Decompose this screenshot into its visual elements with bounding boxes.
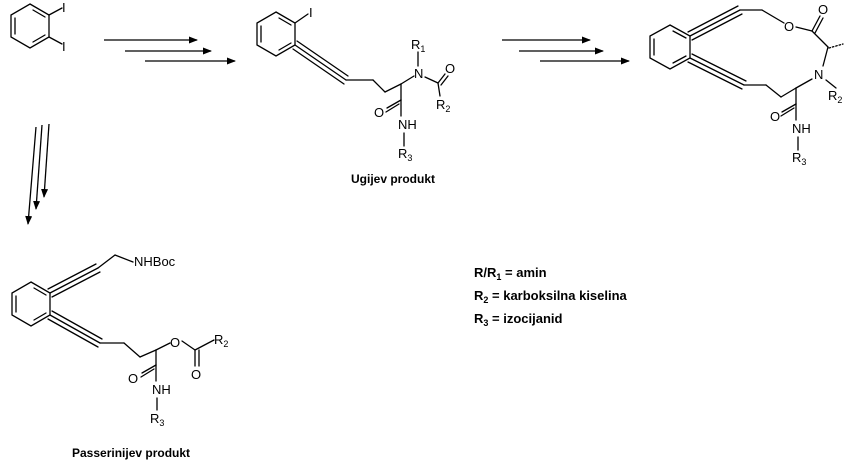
macrocycle-carbonyl-oxygen-label: O bbox=[818, 2, 828, 17]
diiodobenzene-structure: I I bbox=[10, 0, 66, 54]
macrocycle-amide-oxygen-label: O bbox=[770, 109, 780, 124]
macrocycle-structure: O O N R2 O NH R3 bbox=[649, 2, 844, 167]
ugi-r1-label: R1 bbox=[411, 37, 425, 54]
nhboc-label: NHBoc bbox=[134, 254, 176, 269]
arrows-to-macrocycle bbox=[502, 36, 630, 65]
arrows-to-passerini-product bbox=[25, 123, 50, 225]
legend-line-isocyanide: R3 = izocijanid bbox=[474, 311, 563, 328]
macrocycle-nitrogen-label: N bbox=[814, 67, 823, 82]
macrocycle-r2-label: R2 bbox=[828, 88, 842, 105]
substituent-legend: R/R1 = amin R2 = karboksilna kiselina R3… bbox=[474, 265, 628, 328]
ugi-product-caption: Ugijev produkt bbox=[351, 172, 435, 186]
passerini-r2-label: R2 bbox=[214, 332, 228, 349]
passerini-product-caption: Passerinijev produkt bbox=[72, 446, 190, 460]
passerini-r3-label: R3 bbox=[150, 411, 164, 428]
passerini-product-structure: NHBoc O R2 O O NH R3 bbox=[11, 254, 228, 428]
legend-line-amine: R/R1 = amin bbox=[474, 265, 547, 282]
arrows-to-ugi-product bbox=[104, 36, 236, 65]
ugi-r2-label: R2 bbox=[436, 97, 450, 114]
passerini-amide-oxygen-label: O bbox=[128, 371, 138, 386]
passerini-carbonyl-oxygen-label: O bbox=[191, 367, 201, 382]
macrocycle-ester-oxygen-label: O bbox=[784, 19, 794, 34]
iodine-label-top: I bbox=[62, 0, 66, 15]
iodine-label-bottom: I bbox=[62, 39, 66, 54]
passerini-nh-label: NH bbox=[152, 382, 171, 397]
ugi-product-structure: I N R1 O R2 O NH R3 bbox=[256, 5, 455, 163]
ugi-nh-label: NH bbox=[398, 117, 417, 132]
ugi-nitrogen-label: N bbox=[414, 66, 423, 81]
ugi-amide-oxygen-label: O bbox=[374, 105, 384, 120]
ugi-acyl-oxygen-label: O bbox=[445, 61, 455, 76]
ugi-iodine-label: I bbox=[309, 5, 313, 20]
ugi-r3-label: R3 bbox=[398, 146, 412, 163]
macrocycle-r3-label: R3 bbox=[792, 150, 806, 167]
legend-line-carboxylic-acid: R2 = karboksilna kiselina bbox=[474, 288, 628, 305]
passerini-ester-oxygen-label: O bbox=[170, 335, 180, 350]
macrocycle-nh-label: NH bbox=[792, 121, 811, 136]
